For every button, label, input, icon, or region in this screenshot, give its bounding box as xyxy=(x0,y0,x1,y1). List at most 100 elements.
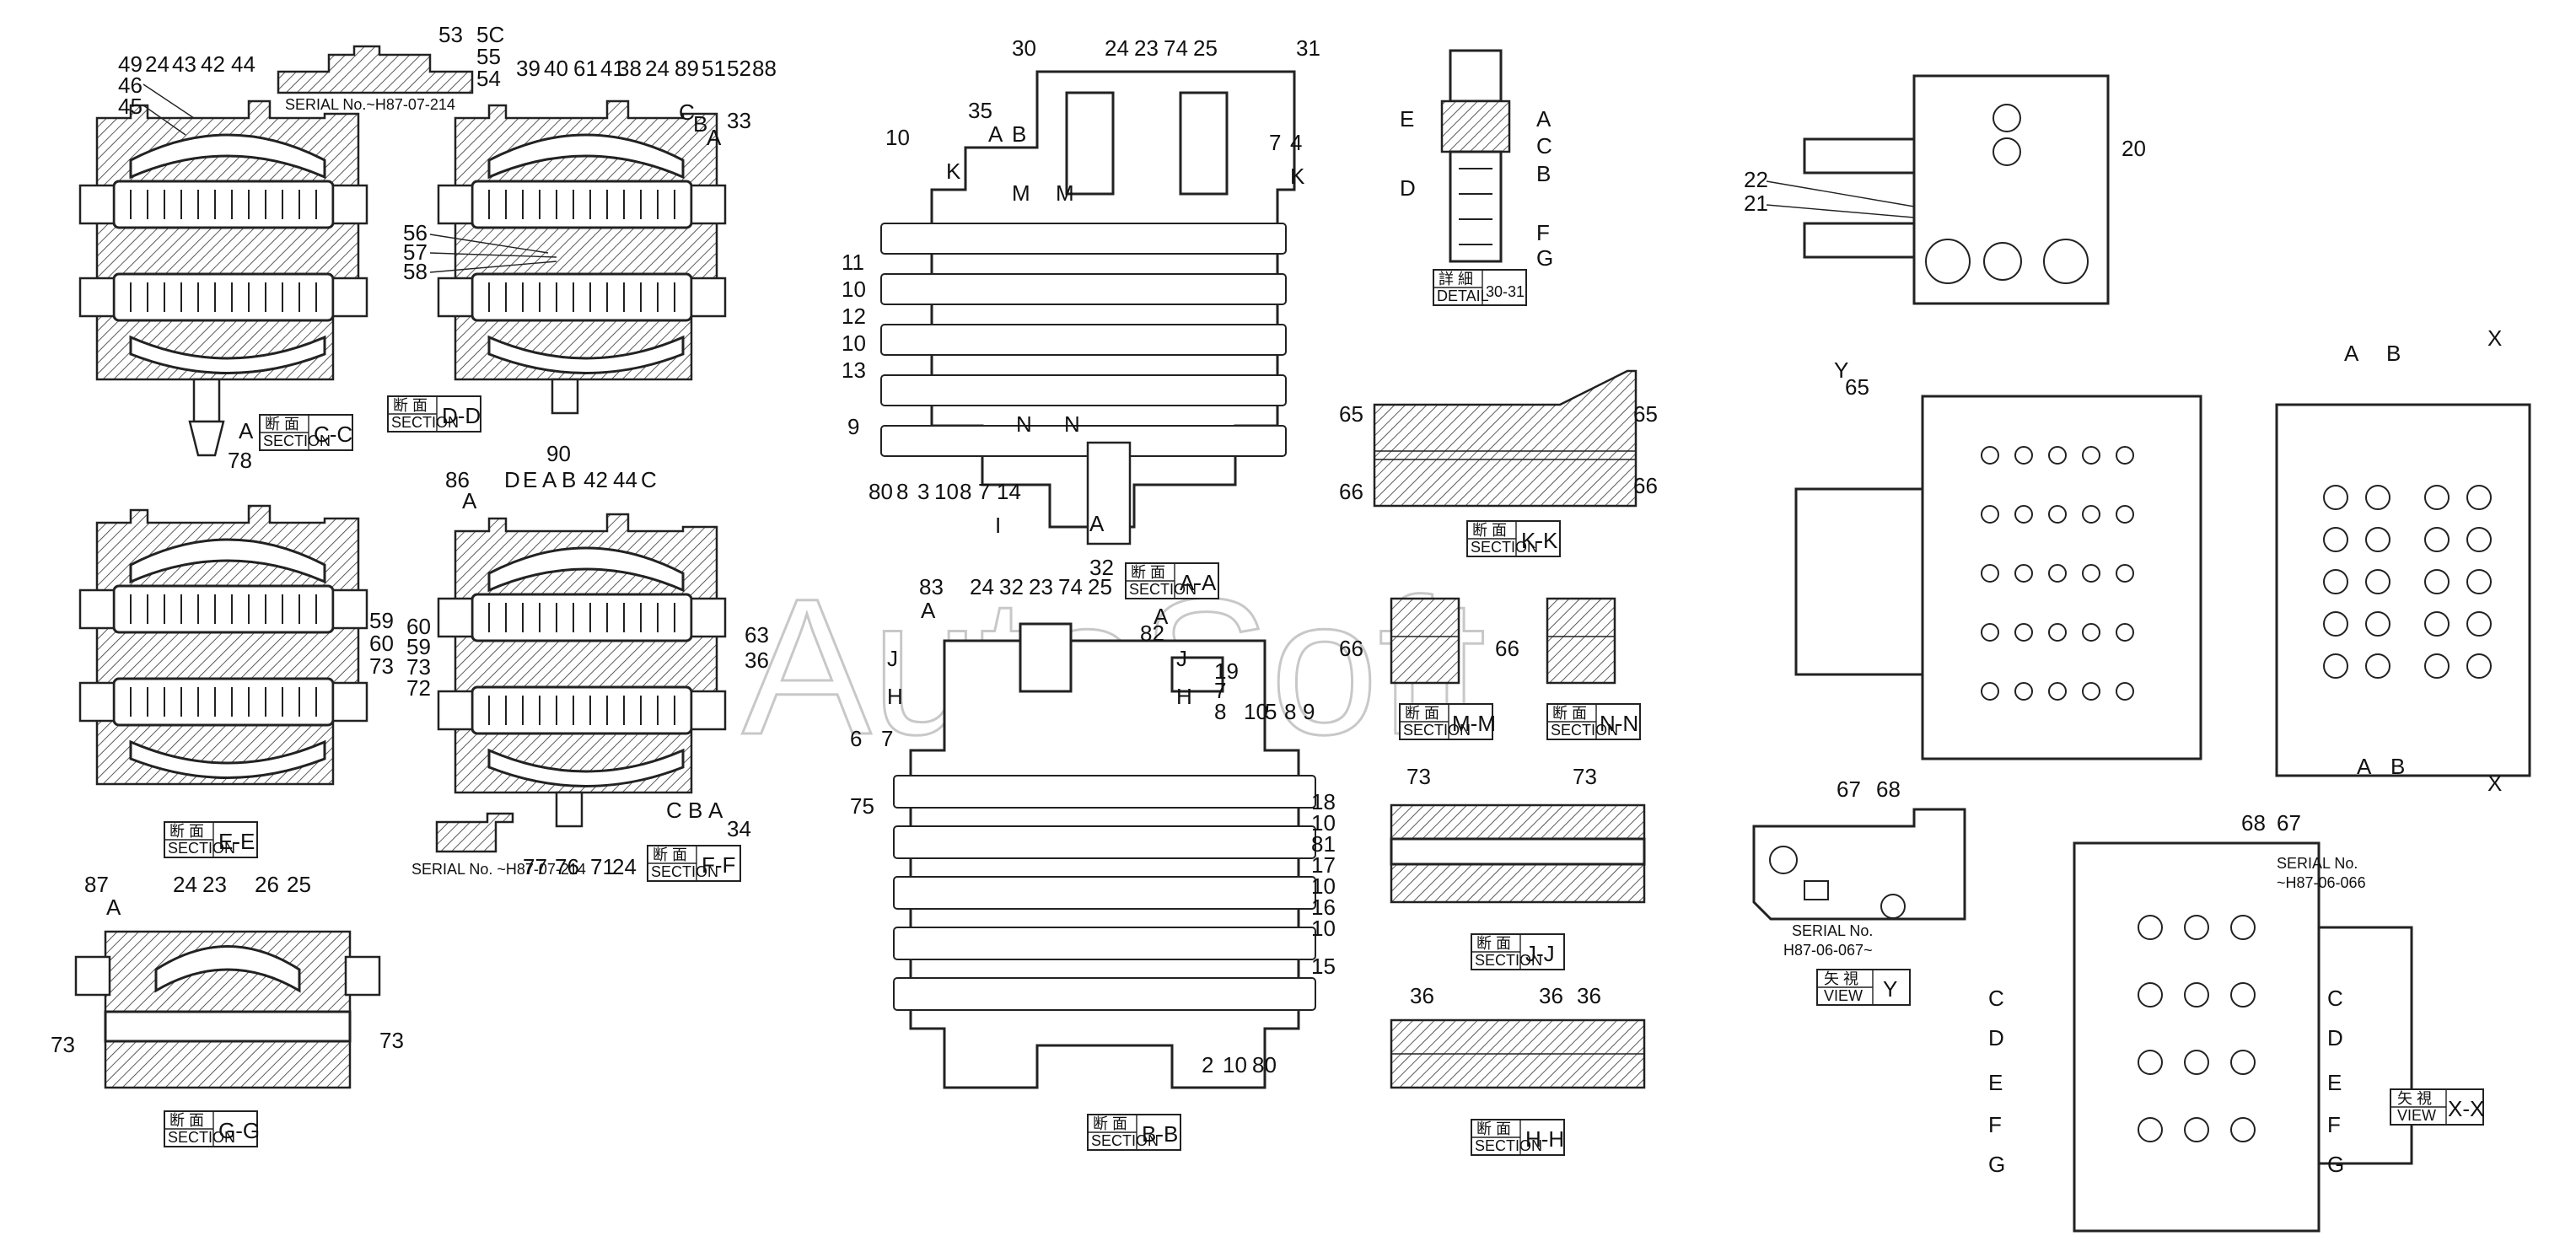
svg-text:7: 7 xyxy=(978,479,990,504)
svg-text:68: 68 xyxy=(2241,810,2266,836)
section-c-c-labels: 49 24 43 42 44 46 45 A 78 xyxy=(118,51,255,473)
svg-text:B: B xyxy=(562,467,576,492)
svg-text:断 面: 断 面 xyxy=(1552,705,1587,722)
view-x-x xyxy=(2073,841,2413,1233)
svg-text:10: 10 xyxy=(1311,916,1336,941)
svg-text:17: 17 xyxy=(1311,852,1336,878)
svg-text:DETAIL: DETAIL xyxy=(1437,287,1489,304)
svg-text:C: C xyxy=(1536,133,1552,159)
svg-text:A: A xyxy=(2357,754,2372,779)
svg-text:25: 25 xyxy=(287,872,311,897)
svg-text:C: C xyxy=(641,467,657,492)
svg-text:G-G: G-G xyxy=(218,1118,260,1143)
svg-text:36: 36 xyxy=(1539,983,1563,1008)
svg-text:N: N xyxy=(1064,411,1080,437)
svg-text:83: 83 xyxy=(919,574,944,599)
section-g-g-labels: 87 A 24 23 26 25 73 73 xyxy=(51,872,404,1057)
svg-text:34: 34 xyxy=(727,816,751,841)
detail-30-31-labels: E A C B D F G xyxy=(1400,106,1553,271)
svg-text:M: M xyxy=(1012,180,1030,206)
svg-text:断 面: 断 面 xyxy=(1131,564,1165,581)
svg-text:10: 10 xyxy=(1244,699,1268,724)
svg-text:断 面: 断 面 xyxy=(653,846,687,863)
svg-text:89: 89 xyxy=(675,56,699,81)
svg-text:11: 11 xyxy=(842,250,864,275)
svg-text:10: 10 xyxy=(934,479,959,504)
svg-text:K-K: K-K xyxy=(1521,528,1558,553)
svg-text:E: E xyxy=(1400,106,1414,132)
svg-text:A: A xyxy=(921,598,936,623)
svg-text:D-D: D-D xyxy=(442,403,481,428)
svg-text:55: 55 xyxy=(476,44,501,69)
svg-text:7: 7 xyxy=(1214,678,1226,703)
svg-text:Y: Y xyxy=(1883,976,1897,1002)
svg-text:H87-06-067~: H87-06-067~ xyxy=(1783,942,1873,959)
svg-text:21: 21 xyxy=(1744,191,1768,216)
svg-text:39: 39 xyxy=(516,56,540,81)
svg-text:SECTION: SECTION xyxy=(1091,1132,1159,1149)
section-a-a-labels: 30 24 23 74 25 31 35 A B 10 K 7 4 K M M … xyxy=(842,35,1320,538)
section-h-h xyxy=(1390,1018,1646,1089)
svg-text:32: 32 xyxy=(999,574,1024,599)
svg-text:F-F: F-F xyxy=(702,852,735,878)
section-a-a xyxy=(880,70,1296,545)
svg-text:B: B xyxy=(1536,161,1551,186)
svg-text:B: B xyxy=(693,111,707,137)
section-g-g xyxy=(74,930,381,1089)
svg-text:80: 80 xyxy=(869,479,893,504)
svg-text:53: 53 xyxy=(438,22,463,47)
svg-text:56: 56 xyxy=(403,220,428,245)
svg-text:10: 10 xyxy=(1311,873,1336,899)
svg-text:22: 22 xyxy=(1744,167,1768,192)
svg-text:C: C xyxy=(679,99,695,125)
svg-text:~H87-06-066: ~H87-06-066 xyxy=(2277,874,2366,891)
caption-section-m-m: 断 面 SECTION M-M xyxy=(1399,703,1496,740)
svg-text:10: 10 xyxy=(885,125,910,150)
caption-section-f-f: 断 面 SECTION F-F xyxy=(647,845,741,882)
svg-text:D: D xyxy=(504,467,520,492)
svg-text:8: 8 xyxy=(1214,699,1226,724)
svg-text:24: 24 xyxy=(645,56,670,81)
svg-text:9: 9 xyxy=(847,414,859,439)
svg-text:16: 16 xyxy=(1311,895,1336,920)
svg-text:矢 視: 矢 視 xyxy=(2397,1090,2432,1107)
caption-section-e-e: 断 面 SECTION E-E xyxy=(164,821,258,858)
svg-text:81: 81 xyxy=(1311,831,1336,857)
svg-text:33: 33 xyxy=(727,108,751,133)
svg-text:65: 65 xyxy=(1633,401,1658,427)
svg-text:18: 18 xyxy=(1311,789,1336,814)
caption-section-h-h: 断 面 SECTION H-H xyxy=(1471,1119,1565,1156)
svg-text:K: K xyxy=(1290,164,1305,189)
svg-text:9: 9 xyxy=(1303,699,1315,724)
svg-text:H: H xyxy=(887,684,903,709)
svg-text:66: 66 xyxy=(1633,473,1658,498)
svg-text:矢 視: 矢 視 xyxy=(1824,970,1858,987)
svg-text:23: 23 xyxy=(202,872,227,897)
view-y-labels: 67 68 SERIAL No. H87-06-067~ xyxy=(1783,776,1901,959)
svg-text:G: G xyxy=(1988,1152,2005,1177)
svg-text:8: 8 xyxy=(896,479,908,504)
svg-text:SECTION: SECTION xyxy=(1471,539,1538,556)
svg-text:54: 54 xyxy=(476,66,501,91)
svg-text:D: D xyxy=(2327,1025,2343,1050)
caption-section-d-d: 断 面 SECTION D-D xyxy=(387,395,481,433)
svg-text:24: 24 xyxy=(145,51,169,77)
caption-section-n-n: 断 面 SECTION N-N xyxy=(1546,703,1641,740)
svg-text:A: A xyxy=(1536,106,1552,132)
valve-side-view xyxy=(2275,403,2531,777)
svg-text:D: D xyxy=(1988,1025,2004,1050)
section-f-f-serial-detail: SERIAL No. ~H87-07-214 xyxy=(411,812,586,878)
svg-text:72: 72 xyxy=(406,675,431,701)
section-d-d xyxy=(437,99,727,415)
caption-view-y: 矢 視 VIEW Y xyxy=(1816,969,1911,1006)
detail-30-31 xyxy=(1440,49,1511,263)
svg-text:SECTION: SECTION xyxy=(651,863,718,880)
svg-text:59: 59 xyxy=(369,608,394,633)
svg-text:65: 65 xyxy=(1339,401,1363,427)
view-y-detail xyxy=(1752,808,1966,921)
svg-text:E-E: E-E xyxy=(218,829,255,854)
svg-text:E: E xyxy=(1988,1070,2003,1095)
svg-text:SERIAL No.: SERIAL No. xyxy=(2277,855,2358,872)
svg-text:SECTION: SECTION xyxy=(1475,1137,1542,1154)
svg-text:H-H: H-H xyxy=(1525,1126,1564,1152)
